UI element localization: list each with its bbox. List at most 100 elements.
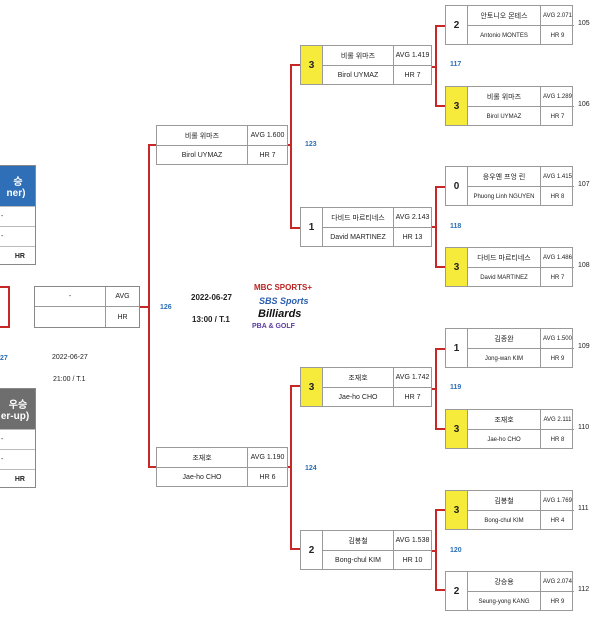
- player-avg: AVG 1.419: [393, 46, 431, 66]
- player-hr: HR 8: [540, 187, 574, 206]
- bracket-line: [140, 306, 150, 308]
- bracket-line: [8, 286, 10, 328]
- match-number: 108: [578, 262, 590, 269]
- champion-header: 승 ner): [0, 166, 35, 206]
- score-cell: 3: [446, 410, 468, 448]
- score-cell: 3: [301, 46, 323, 84]
- match-number: 118: [450, 223, 462, 230]
- player-name-kr: 김종완: [468, 329, 540, 349]
- player-hr: HR 8: [540, 430, 574, 449]
- bracket-line: [435, 266, 445, 268]
- match-number: 110: [578, 424, 590, 431]
- final-match-box: - AVG HR: [34, 286, 140, 328]
- score-cell: 2: [301, 531, 323, 569]
- score-cell: 1: [301, 208, 323, 246]
- player-hr: HR 9: [540, 349, 574, 368]
- player-name-kr: 김봉철: [323, 531, 393, 551]
- score-cell: 2: [446, 6, 468, 44]
- bracket-line: [290, 64, 292, 229]
- score-cell: 3: [446, 248, 468, 286]
- runner-up-hr: HR: [0, 469, 35, 489]
- runner-up-title-en: er-up): [0, 411, 30, 422]
- player-name-en: Birol UYMAZ: [337, 72, 379, 79]
- player-name-en: David MARTINEZ: [330, 234, 386, 241]
- player-name-kr: 다비드 마르티네스: [323, 208, 393, 228]
- champion-title-en: ner): [6, 188, 26, 199]
- player-name-kr: 조재호: [157, 448, 247, 468]
- player-avg: AVG 2.143: [393, 208, 431, 228]
- player-avg: AVG 1.500: [540, 329, 574, 349]
- player-avg: AVG 2.111: [540, 410, 574, 430]
- match-number: 107: [578, 181, 590, 188]
- bracket-line: [288, 144, 292, 146]
- player-name-en: Antonio MONTES: [480, 32, 528, 39]
- match-number: 119: [450, 384, 462, 391]
- bracket-line: [288, 466, 292, 468]
- player-avg: AVG 1.486: [540, 248, 574, 268]
- player-name-kr: 김봉철: [468, 491, 540, 511]
- bracket-line: [290, 64, 300, 66]
- score-cell: 0: [446, 167, 468, 205]
- player-avg: AVG 1.538: [393, 531, 431, 551]
- player-name-en: Bong-chul KIM: [484, 517, 524, 524]
- final-hr: HR: [105, 307, 139, 327]
- champion-row: -: [0, 206, 35, 226]
- bracket-line: [0, 286, 10, 288]
- final-match-number: 126: [160, 304, 172, 311]
- player-avg: AVG 1.190: [247, 448, 287, 468]
- player-name-kr: 비롤 위마즈: [323, 46, 393, 66]
- mbc-sports-logo: MBC SPORTS+: [254, 283, 313, 292]
- left-time: 21:00 / T.1: [53, 376, 86, 383]
- player-name-en: Birol UYMAZ: [486, 113, 522, 120]
- runner-up-row: -: [0, 429, 35, 449]
- bracket-line: [435, 509, 445, 511]
- player-name-en: Birol UYMAZ: [181, 152, 223, 159]
- score-cell: 3: [301, 368, 323, 406]
- player-name-en: Phuong Linh NGUYEN: [473, 193, 535, 200]
- match-number: 111: [578, 505, 589, 512]
- semifinal-bottom: 조재호 Jae-ho CHO AVG 1.190 HR 6: [156, 447, 288, 487]
- bracket-line: [435, 186, 445, 188]
- bracket-line: [435, 348, 445, 350]
- player-name-kr: 안토니오 몬테스: [468, 6, 540, 26]
- player-name-en: Jae-ho CHO: [338, 394, 378, 401]
- player-hr: HR 6: [247, 468, 287, 487]
- bracket-line: [148, 144, 156, 146]
- match-number: 105: [578, 20, 590, 27]
- final-date: 2022-06-27: [191, 293, 232, 302]
- player-name-kr: 강승용: [468, 572, 540, 592]
- match-number: 124: [305, 465, 317, 472]
- pba-golf-logo: PBA & GOLF: [252, 323, 295, 330]
- player-avg: AVG 1.600: [247, 126, 287, 146]
- final-time: 13:00 / T.1: [192, 315, 230, 324]
- bracket-line: [435, 25, 445, 27]
- semifinal-top: 비롤 위마즈 Birol UYMAZ AVG 1.600 HR 7: [156, 125, 288, 165]
- player-name-kr: 조재호: [468, 410, 540, 430]
- score-cell: 2: [446, 572, 468, 610]
- match-number: 112: [578, 586, 590, 593]
- player-avg: AVG 1.289: [540, 87, 574, 107]
- match-number: 109: [578, 343, 590, 350]
- player-name-en: Jae-ho CHO: [182, 474, 222, 481]
- player-name-en: Jae-ho CHO: [487, 436, 521, 443]
- left-date: 2022-06-27: [52, 354, 88, 361]
- player-name-en: Seung-yong KANG: [478, 598, 530, 605]
- runner-up-title-kr: 우승: [8, 400, 28, 411]
- player-name-kr: 조재호: [323, 368, 393, 388]
- player-hr: HR 7: [393, 66, 431, 85]
- score-cell: 3: [446, 87, 468, 125]
- final-player: -: [35, 287, 105, 307]
- player-avg: AVG 1.415: [540, 167, 574, 187]
